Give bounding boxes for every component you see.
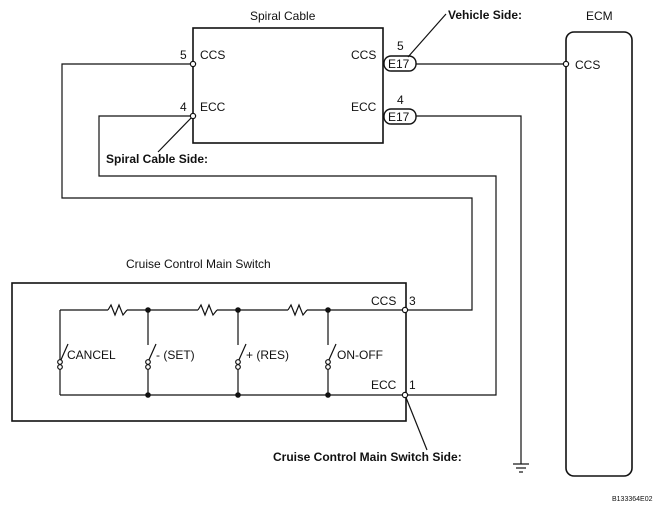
spiral-cable-side-leader: [157, 115, 194, 153]
switch-set-label: - (SET): [156, 348, 195, 362]
spiral-cable-ccs-pin: 5: [180, 48, 187, 62]
wire-e17-ground: [416, 115, 522, 464]
switch-ecc-label: ECC: [371, 378, 397, 392]
spiral-cable-ccs-right: CCS: [351, 48, 376, 62]
ecm-box: [565, 31, 633, 477]
e17-ccs-pin: 5: [397, 39, 404, 53]
switch-box: [11, 282, 407, 422]
switch-ccs-pin: 3: [409, 294, 416, 308]
cancel-switch-icon: [57, 343, 69, 395]
terminal-circle: [189, 112, 197, 120]
wire-ccs-loop: [61, 63, 473, 311]
e17-ccs-label: E17: [388, 57, 410, 71]
terminal-circle: [401, 391, 409, 399]
ecm-ccs-label: CCS: [575, 58, 600, 72]
vehicle-side-callout: Vehicle Side:: [448, 8, 522, 22]
e17-ecc-label: E17: [388, 110, 410, 124]
switch-cancel-label: CANCEL: [67, 348, 116, 362]
switch-on-off-label: ON-OFF: [337, 348, 383, 362]
spiral-cable-ecc-right: ECC: [351, 100, 377, 114]
ecm-title: ECM: [586, 9, 613, 23]
e17-ecc-pin: 4: [397, 93, 404, 107]
wire-ecc-loop: [98, 115, 497, 396]
terminal-circle: [189, 60, 197, 68]
switch-title: Cruise Control Main Switch: [126, 257, 271, 271]
switch-res-label: + (RES): [246, 348, 289, 362]
spiral-cable-ccs-left: CCS: [200, 48, 225, 62]
spiral-cable-ecc-left: ECC: [200, 100, 226, 114]
on-off-switch-icon: [325, 310, 337, 395]
set-switch-icon: [145, 310, 157, 395]
terminal-circle: [401, 306, 409, 314]
spiral-cable-box: [192, 27, 384, 144]
vehicle-side-leader: [407, 13, 447, 58]
figure-code: B133364E02: [612, 496, 653, 503]
switch-ccs-label: CCS: [371, 294, 396, 308]
switch-top-rail: [59, 303, 405, 362]
spiral-cable-side-callout: Spiral Cable Side:: [106, 152, 208, 166]
spiral-cable-ecc-pin: 4: [180, 100, 187, 114]
terminal-circle: [562, 60, 570, 68]
switch-side-leader: [404, 394, 428, 451]
ground-icon: [513, 463, 529, 473]
spiral-cable-title: Spiral Cable: [250, 9, 316, 23]
res-switch-icon: [235, 310, 247, 395]
switch-side-callout: Cruise Control Main Switch Side:: [273, 450, 462, 464]
switch-ecc-pin: 1: [409, 378, 416, 392]
